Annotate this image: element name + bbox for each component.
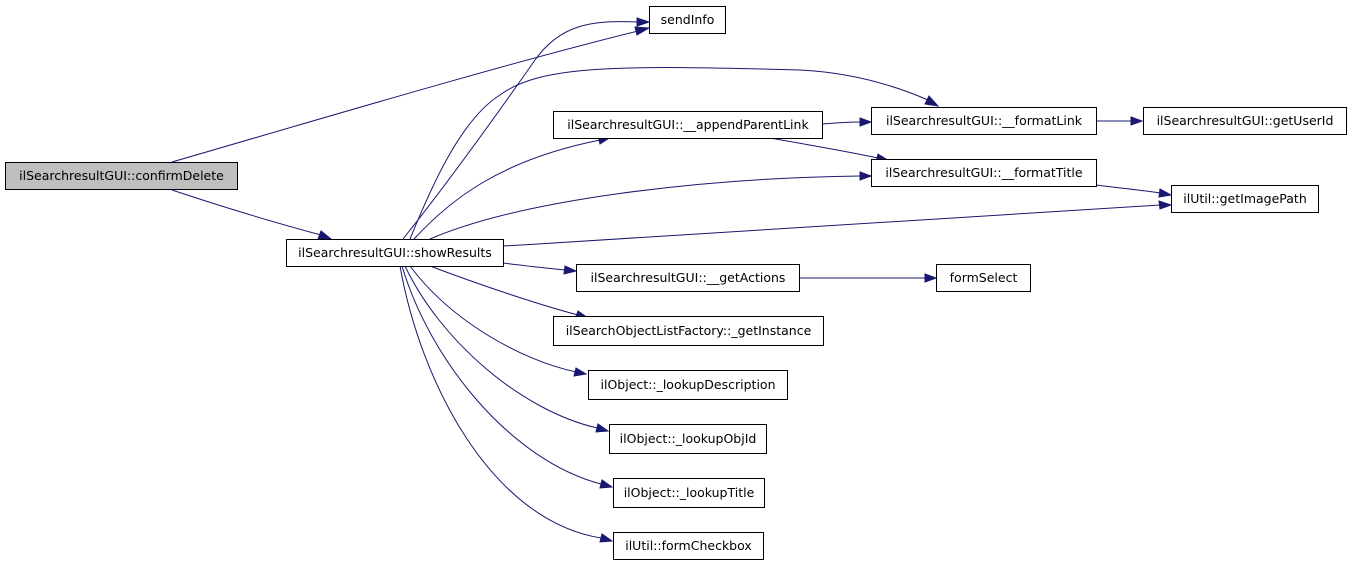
node-getActions-box: [576, 264, 800, 292]
edge-showResults-getActions-arrowhead: [563, 265, 578, 275]
edge-showResults-lookupObjId-arrowhead: [595, 423, 610, 433]
edge-appendParentLink-formatLink-arrowhead: [859, 117, 873, 127]
node-lookupDescription-label: ilObject::_lookupDescription: [601, 377, 776, 392]
node-appendParentLink-box: [553, 111, 823, 139]
node-showResults[interactable]: ilSearchresultGUI::showResults: [286, 239, 504, 267]
node-showResults-label: ilSearchresultGUI::showResults: [298, 245, 492, 260]
edge-showResults-formatTitle-arrowhead: [859, 171, 873, 181]
node-getActions-label: ilSearchresultGUI::__getActions: [591, 270, 786, 285]
edge-formatTitle-getImagePath: [1095, 184, 1161, 194]
edge-appendParentLink-formatTitle: [769, 137, 879, 159]
edge-confirmDelete-sendInfo: [171, 30, 639, 163]
node-formatLink-box: [871, 107, 1097, 135]
edge-showResults-getImagePath: [502, 204, 1161, 247]
edge-formatLink-getUserId-arrowhead: [1130, 116, 1144, 126]
edge-showResults-formatLink-arrowhead: [924, 95, 940, 107]
node-lookupObjId-label: ilObject::_lookupObjId: [620, 431, 757, 446]
edge-confirmDelete-sendInfo-arrowhead: [634, 26, 651, 36]
node-getUserId[interactable]: ilSearchresultGUI::getUserId: [1143, 107, 1347, 135]
edge-formatTitle-getImagePath-arrowhead: [1158, 188, 1173, 198]
edge-confirmDelete-showResults-arrowhead: [317, 230, 333, 240]
node-getUserId-label: ilSearchresultGUI::getUserId: [1157, 113, 1334, 128]
node-appendParentLink-label: ilSearchresultGUI::__appendParentLink: [567, 117, 809, 132]
edge-showResults-getImagePath-arrowhead: [1158, 200, 1173, 210]
edge-showResults-lookupDescription-arrowhead: [573, 367, 588, 377]
node-lookupTitle-label: ilObject::_lookupTitle: [624, 485, 755, 500]
edge-confirmDelete-showResults: [171, 189, 322, 236]
edge-showResults-appendParentLink: [413, 139, 601, 240]
node-lookupTitle-box: [613, 478, 765, 508]
node-getActions[interactable]: ilSearchresultGUI::__getActions: [576, 264, 800, 292]
node-lookupDescription[interactable]: ilObject::_lookupDescription: [588, 370, 788, 400]
edge-showResults-lookupTitle: [401, 265, 602, 485]
node-formatLink-label: ilSearchresultGUI::__formatLink: [886, 113, 1083, 128]
node-formatLink[interactable]: ilSearchresultGUI::__formatLink: [871, 107, 1097, 135]
node-formCheckbox[interactable]: ilUtil::formCheckbox: [613, 532, 764, 560]
edge-showResults-formCheckbox: [399, 265, 602, 539]
edge-showResults-sendInfo: [402, 21, 639, 240]
edge-showResults-formatTitle: [429, 175, 861, 240]
node-showResults-box: [286, 239, 504, 267]
node-confirmDelete-label: ilSearchresultGUI::confirmDelete: [19, 168, 224, 183]
node-getImagePath[interactable]: ilUtil::getImagePath: [1171, 185, 1319, 213]
node-getInstance-label: ilSearchObjectListFactory::_getInstance: [566, 323, 812, 338]
node-lookupTitle[interactable]: ilObject::_lookupTitle: [613, 478, 765, 508]
node-getInstance[interactable]: ilSearchObjectListFactory::_getInstance: [553, 316, 824, 346]
edge-showResults-lookupObjId: [404, 265, 598, 429]
node-appendParentLink[interactable]: ilSearchresultGUI::__appendParentLink: [553, 111, 823, 139]
edge-showResults-formatLink: [409, 67, 929, 240]
edge-appendParentLink-formatLink: [821, 121, 861, 125]
node-getImagePath-box: [1171, 185, 1319, 213]
edge-showResults-lookupTitle-arrowhead: [599, 479, 614, 489]
edges-layer: [171, 17, 1173, 543]
nodes-layer: ilSearchresultGUI::confirmDelete sendInf…: [5, 6, 1347, 560]
node-formSelect[interactable]: formSelect: [936, 264, 1031, 292]
node-confirmDelete-box: [5, 162, 238, 190]
node-formSelect-label: formSelect: [950, 270, 1018, 285]
node-formCheckbox-label: ilUtil::formCheckbox: [625, 538, 752, 553]
node-formatTitle[interactable]: ilSearchresultGUI::__formatTitle: [871, 159, 1097, 187]
edge-showResults-formCheckbox-arrowhead: [599, 533, 614, 543]
node-formatTitle-label: ilSearchresultGUI::__formatTitle: [885, 165, 1083, 180]
node-lookupDescription-box: [588, 370, 788, 400]
edge-showResults-lookupDescription: [409, 265, 577, 373]
node-getUserId-box: [1143, 107, 1347, 135]
edge-getActions-formSelect-arrowhead: [924, 273, 938, 283]
node-getInstance-box: [553, 316, 824, 346]
node-sendInfo-box: [649, 6, 726, 34]
node-sendInfo[interactable]: sendInfo: [649, 6, 726, 34]
node-formCheckbox-box: [613, 532, 764, 560]
node-formatTitle-box: [871, 159, 1097, 187]
node-confirmDelete[interactable]: ilSearchresultGUI::confirmDelete: [5, 162, 238, 190]
node-formSelect-box: [936, 264, 1031, 292]
edge-showResults-sendInfo-arrowhead: [636, 17, 651, 27]
edge-showResults-getActions: [502, 262, 566, 271]
node-sendInfo-label: sendInfo: [661, 12, 715, 27]
edge-showResults-getInstance: [429, 265, 579, 316]
node-lookupObjId[interactable]: ilObject::_lookupObjId: [609, 424, 767, 454]
node-getImagePath-label: ilUtil::getImagePath: [1183, 191, 1307, 206]
node-lookupObjId-box: [609, 424, 767, 454]
